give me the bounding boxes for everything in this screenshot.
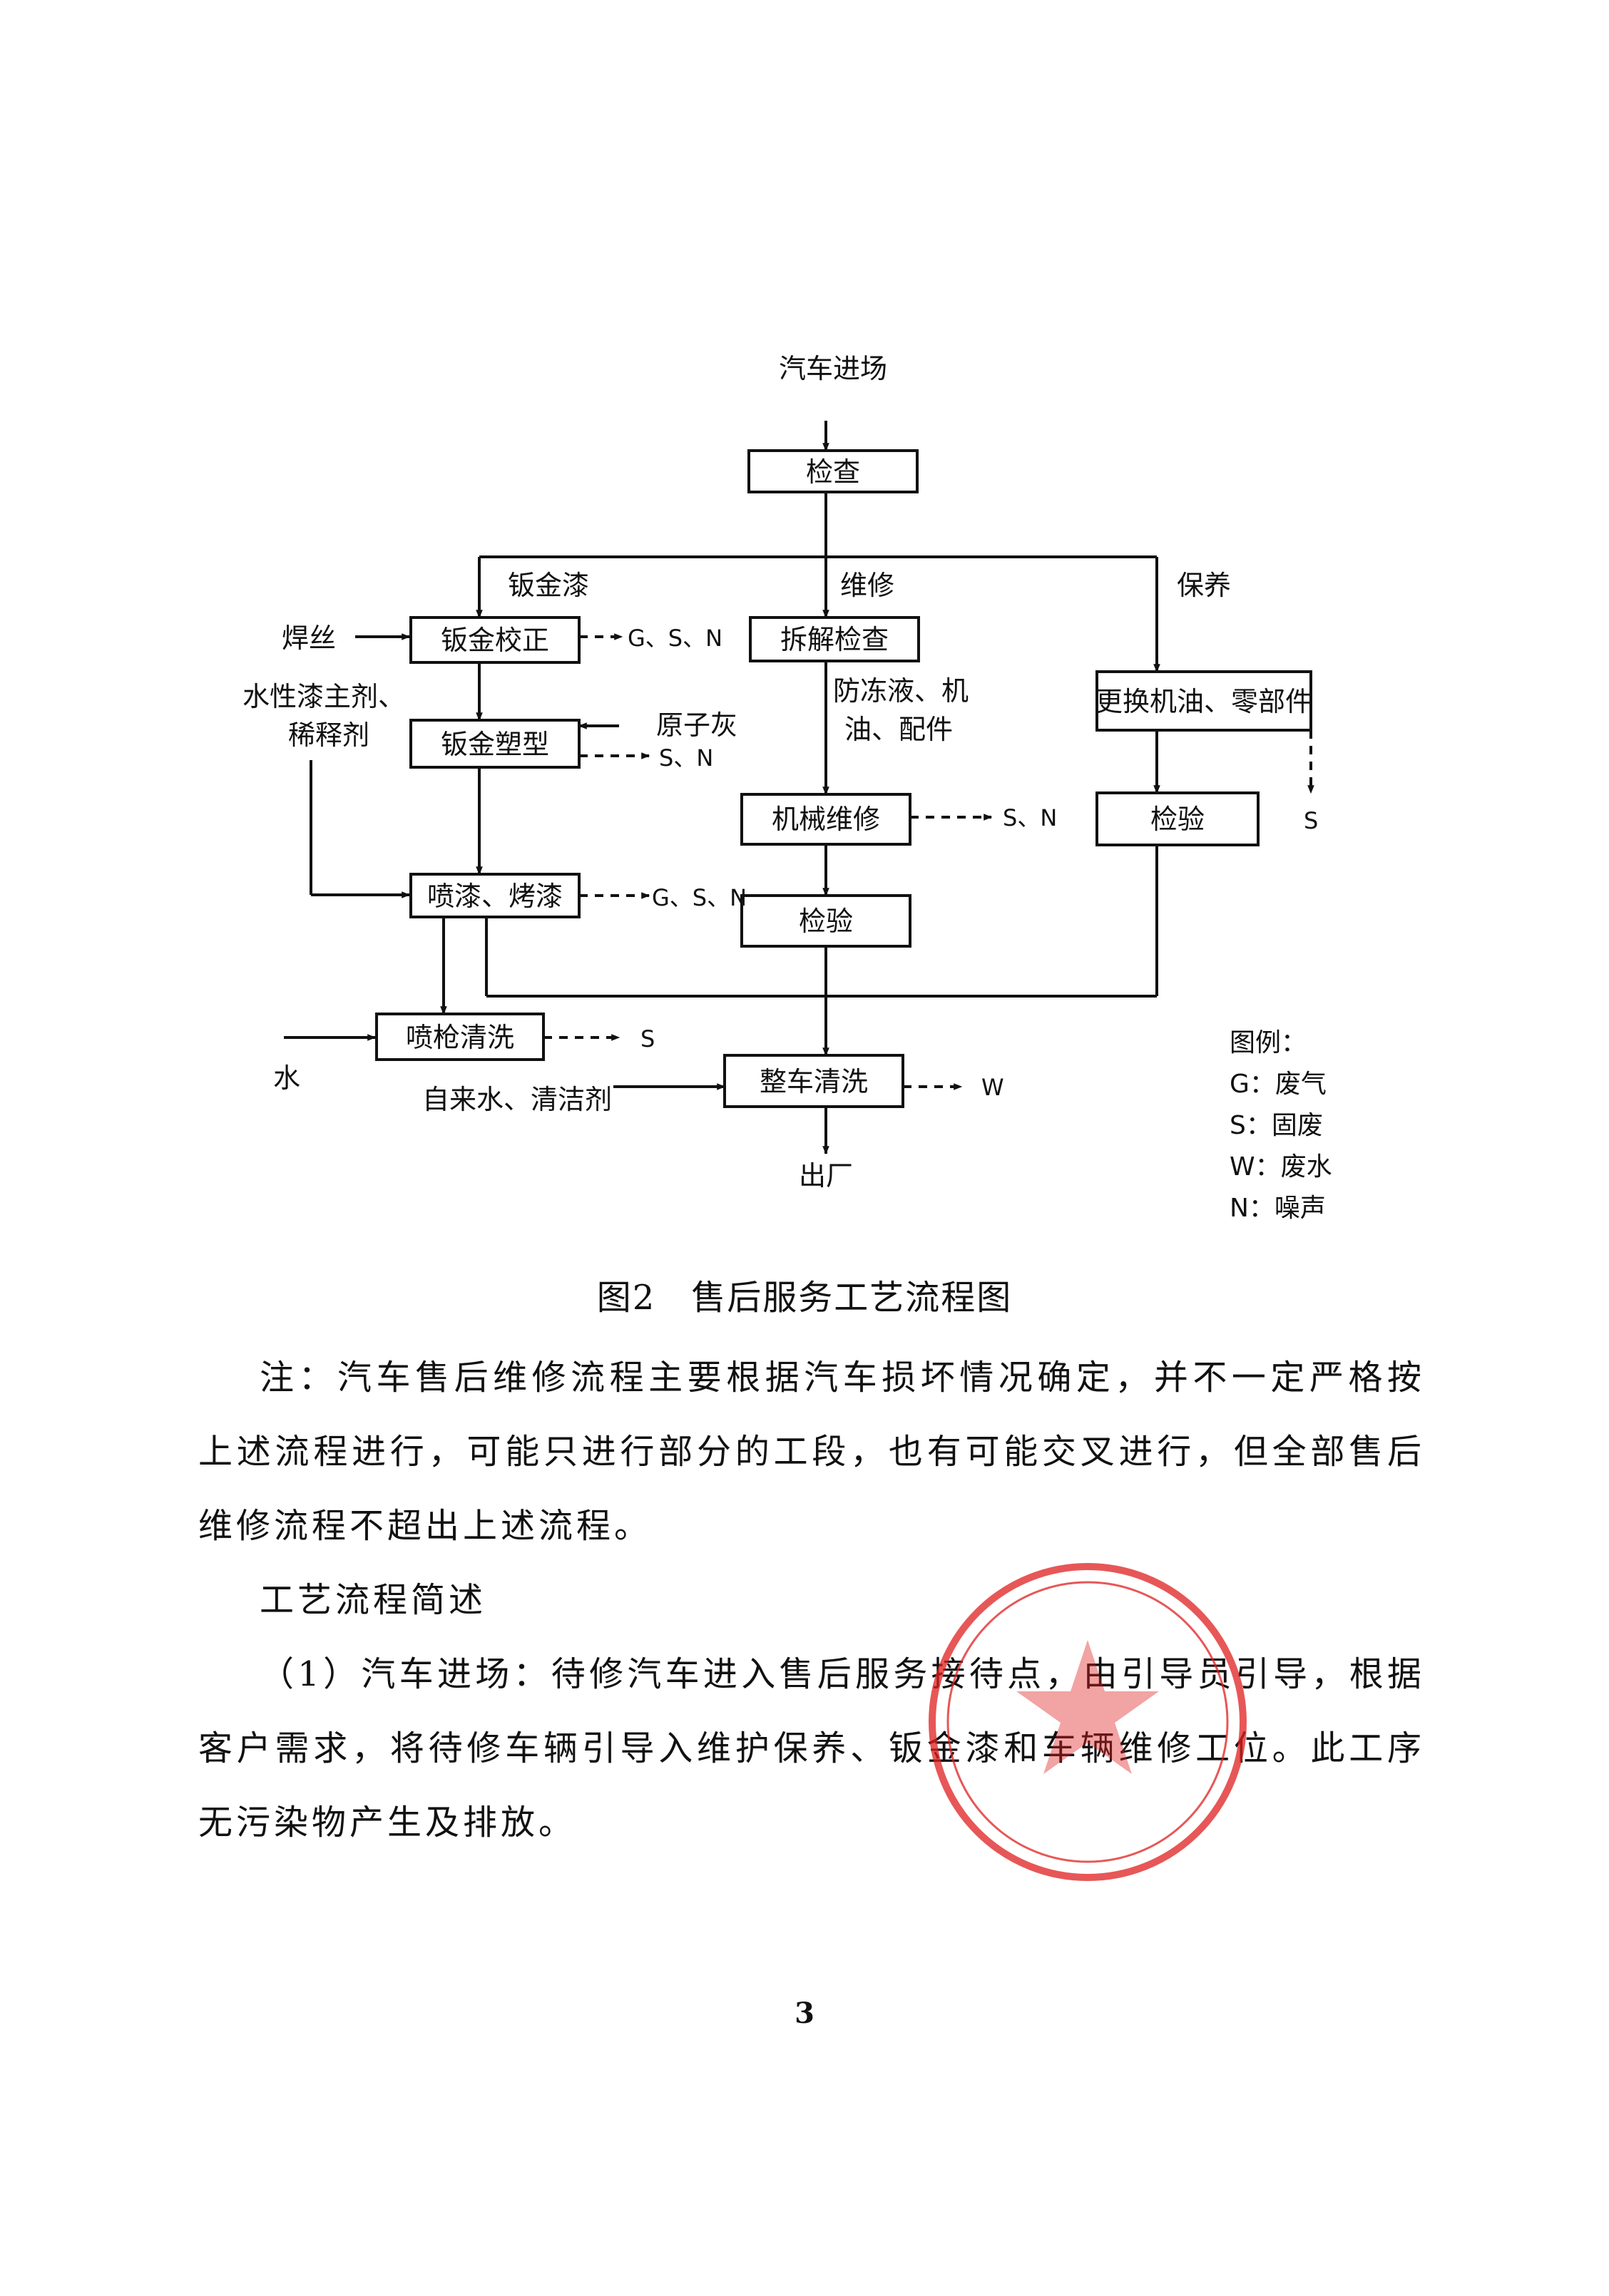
- output-wash: W: [981, 1074, 1004, 1101]
- input-weld-wire: 焊丝: [282, 622, 336, 654]
- label-inspect: 检查: [806, 456, 860, 488]
- input-water: 水: [273, 1062, 300, 1094]
- legend: 图例： G：废气 S：固废 W：废水 N：噪声: [1230, 1028, 1332, 1223]
- label-exit: 出厂: [799, 1160, 853, 1191]
- step-1-paragraph: （1）汽车进场：待修汽车进入售后服务接待点，由引导员引导，根据客户需求，将待修车…: [198, 1654, 1425, 1843]
- box-disassemble: [749, 616, 920, 662]
- box-mech-repair: [740, 793, 911, 846]
- input-paint-2: 稀释剂: [288, 719, 369, 751]
- process-flow-diagram: 汽车进场 检查 钣金校正 钣金塑型 喷漆、烤漆 喷枪清洗 拆解检查 机械维修 检…: [242, 353, 1332, 1223]
- output-gun: S: [640, 1025, 655, 1052]
- output-shape: S、N: [659, 744, 713, 772]
- branch-repair: 维修: [840, 570, 894, 601]
- box-sheet-shape: [409, 719, 581, 769]
- box-replace: [1095, 670, 1312, 732]
- input-labels: 焊丝 水性漆主剂、 稀释剂 原子灰 防冻液、机 油、配件 水 自来水、清洁剂: [242, 622, 969, 1115]
- box-spray-bake: [409, 873, 581, 918]
- label-start: 汽车进场: [779, 353, 887, 384]
- input-coolant-1: 防冻液、机: [833, 675, 969, 707]
- output-replace: S: [1304, 807, 1318, 834]
- output-spray: G、S、N: [652, 884, 747, 911]
- label-verify-repair: 检验: [799, 906, 853, 937]
- label-mech-repair: 机械维修: [772, 804, 880, 835]
- section-subheading: 工艺流程简述: [260, 1580, 487, 1620]
- box-wash: [723, 1054, 904, 1108]
- legend-item-w: W：废水: [1230, 1152, 1332, 1182]
- legend-item-n: N：噪声: [1230, 1194, 1326, 1223]
- label-sheet-shape: 钣金塑型: [441, 729, 549, 760]
- branch-sheet-paint: 钣金漆: [508, 570, 589, 601]
- note-paragraph: 注：汽车售后维修流程主要根据汽车损坏情况确定，并不一定严格按上述流程进行，可能只…: [198, 1358, 1425, 1546]
- label-gun-clean: 喷枪清洗: [406, 1022, 514, 1053]
- input-putty: 原子灰: [656, 709, 737, 741]
- page-number: 3: [795, 1997, 814, 2030]
- label-wash: 整车清洗: [760, 1066, 868, 1097]
- box-verify-maint: [1095, 791, 1260, 846]
- input-tap-water: 自来水、清洁剂: [422, 1084, 612, 1115]
- legend-item-s: S：固废: [1230, 1111, 1323, 1140]
- output-mech: S、N: [1003, 804, 1057, 831]
- box-sheet-correct: [409, 616, 581, 664]
- flow-lines: [284, 421, 1160, 1155]
- input-coolant-2: 油、配件: [844, 714, 953, 745]
- input-paint-1: 水性漆主剂、: [242, 681, 405, 712]
- label-spray-bake: 喷漆、烤漆: [427, 881, 563, 912]
- legend-title: 图例：: [1230, 1028, 1307, 1057]
- branch-maintenance: 保养: [1177, 570, 1231, 601]
- box-verify-repair: [740, 894, 911, 948]
- label-replace: 更换机油、零部件: [1095, 686, 1312, 717]
- node-labels: 汽车进场 检查 钣金校正 钣金塑型 喷漆、烤漆 喷枪清洗 拆解检查 机械维修 检…: [406, 353, 1312, 1191]
- process-boxes: [375, 449, 1312, 1108]
- box-gun-clean: [375, 1013, 545, 1061]
- figure-caption: 图2 售后服务工艺流程图: [596, 1278, 1013, 1318]
- legend-item-g: G：废气: [1230, 1070, 1327, 1099]
- company-seal-stamp: [929, 1563, 1247, 1881]
- label-disassemble: 拆解检查: [780, 624, 889, 655]
- branch-labels: 钣金漆 维修 保养: [508, 570, 1231, 601]
- label-verify-maint: 检验: [1150, 804, 1205, 835]
- output-lines: [543, 633, 1314, 1090]
- label-sheet-correct: 钣金校正: [441, 625, 549, 656]
- box-inspect: [747, 449, 919, 493]
- output-labels: G、S、N S、N G、S、N S、N S S W: [628, 625, 1318, 1101]
- output-correct: G、S、N: [628, 625, 722, 652]
